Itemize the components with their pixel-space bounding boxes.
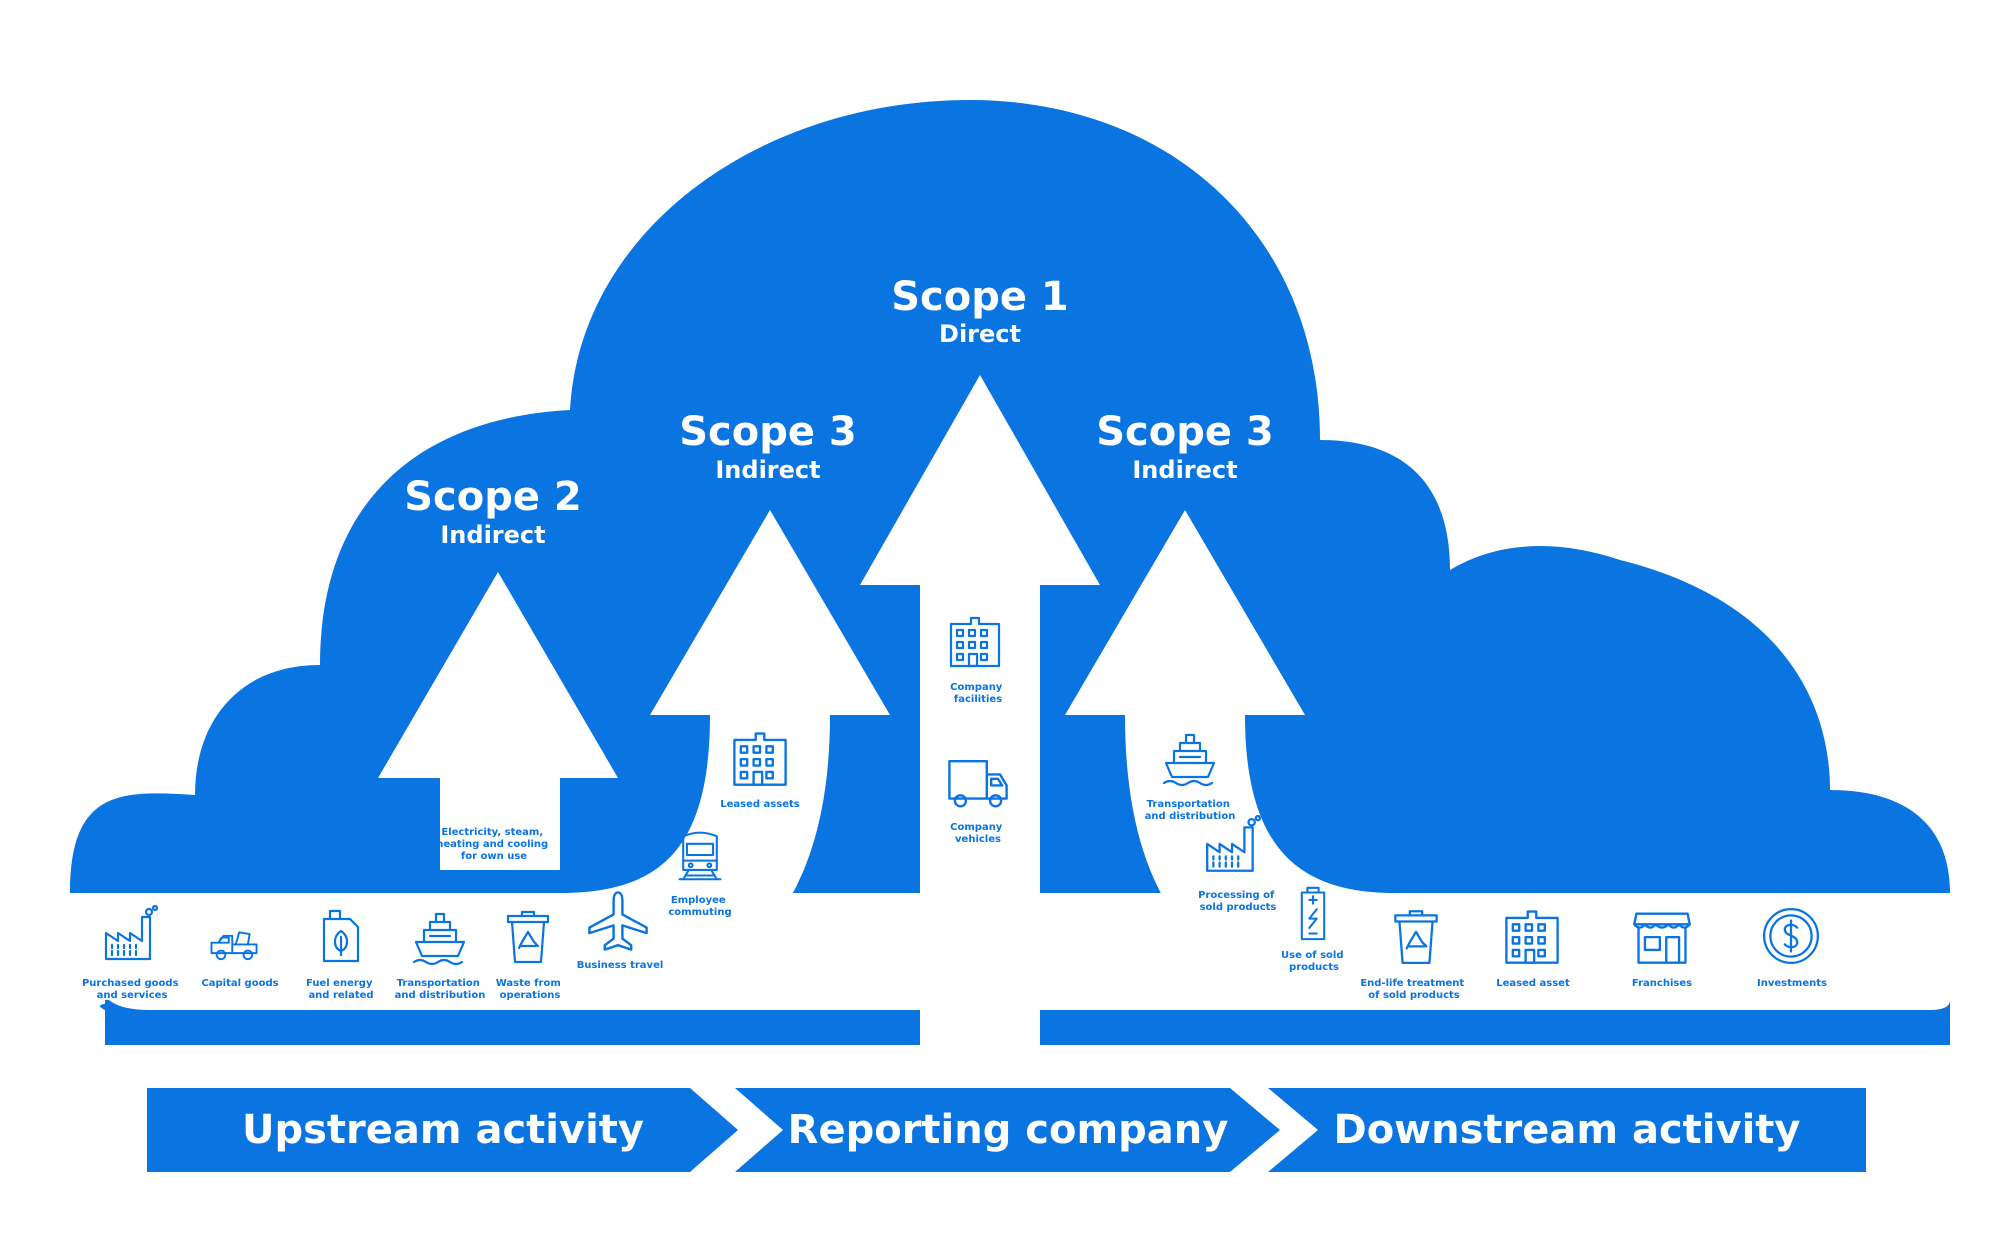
upstream-item-leased-assets: Leased assets — [720, 732, 800, 810]
scope2-item: Electricity, steam, heating and cooling … — [436, 795, 551, 862]
scope3-downstream-label: Scope 3 Indirect — [1096, 409, 1274, 484]
reporting-chevron — [735, 1088, 1280, 1172]
upstream-item-capital-goods: Capital goods — [201, 931, 279, 989]
downstream-item-3-label-2: products — [1289, 962, 1339, 973]
upstream-item-3-label-2: and related — [308, 990, 373, 1001]
downstream-item-4-label-2: of sold products — [1368, 990, 1460, 1001]
downstream-item-3-label-1: Use of sold — [1281, 950, 1343, 961]
scope2-arrow — [378, 572, 618, 870]
scope2-subtitle: Indirect — [440, 521, 545, 549]
downstream-item-5-label-1: Leased asset — [1496, 978, 1570, 989]
upstream-items: Purchased goods and services Capital goo… — [82, 732, 800, 1001]
upstream-activity-label: Upstream activity — [242, 1107, 644, 1153]
scope1-label: Scope 1 Direct — [891, 274, 1069, 348]
scope2-title: Scope 2 — [404, 474, 582, 520]
scope1-item-2-label-1: Company — [950, 822, 1003, 833]
upstream-item-5-label-1: Waste from — [496, 978, 561, 989]
upstream-item-waste: Waste from operations — [496, 910, 564, 1001]
upstream-item-4-label-1: Transportation — [397, 978, 480, 989]
downstream-item-use-of-products: Use of sold products — [1281, 886, 1347, 973]
downstream-item-transportation: Transportation and distribution — [1145, 733, 1236, 822]
upstream-item-1-label-1: Purchased goods — [82, 978, 179, 989]
upstream-item-1-label-2: and services — [97, 990, 168, 1001]
upstream-item-purchased-goods: Purchased goods and services — [82, 905, 182, 1001]
upstream-chevron — [147, 1088, 738, 1172]
upstream-item-3-label-1: Fuel energy — [306, 978, 373, 989]
downstream-item-4-label-1: End-life treatment — [1360, 978, 1464, 989]
reporting-company-label: Reporting company — [788, 1107, 1229, 1153]
scope3-downstream-subtitle: Indirect — [1132, 456, 1237, 484]
scope2-label: Scope 2 Indirect — [404, 474, 582, 549]
svg-text:Electricity, steam, heat: Electricity, steam, heating and cooling … — [436, 827, 551, 862]
upstream-item-7-label-1: Employee — [671, 895, 726, 906]
svg-text:Employee commuting: Employee commuting — [668, 895, 731, 918]
scope1-item-1-label-1: Company — [950, 682, 1003, 693]
svg-text:Company facilities: Company facilities — [950, 682, 1006, 705]
scope3-downstream-title: Scope 3 — [1096, 409, 1274, 455]
upstream-item-fuel-energy: Fuel energy and related — [306, 909, 376, 1001]
scope1-subtitle: Direct — [939, 320, 1021, 348]
scope1-arrow — [860, 375, 1100, 1045]
scope3-upstream-label: Scope 3 Indirect — [679, 409, 857, 484]
scope1-items: Company facilities Company vehicles — [948, 616, 1008, 845]
downstream-item-investments: Investments — [1757, 907, 1827, 989]
scope1-item-1-label-2: facilities — [954, 694, 1002, 705]
scope3-upstream-arrow — [560, 510, 890, 1010]
scope3-downstream-arrow — [1065, 510, 1395, 1010]
downstream-item-1-label-1: Transportation — [1147, 799, 1230, 810]
scope2-item-label-1: Electricity, steam, — [441, 827, 543, 838]
svg-text:Company vehicles: Company vehicles — [950, 822, 1006, 845]
svg-text:Purchased goods and se: Purchased goods and services — [82, 978, 182, 1001]
svg-text:Transportation and dis: Transportation and distribution — [395, 978, 486, 1001]
upstream-item-business-travel: Business travel — [577, 891, 664, 971]
upstream-item-4-label-2: and distribution — [395, 990, 486, 1001]
downstream-item-leased-asset: Leased asset — [1496, 910, 1570, 989]
downstream-item-1-label-2: and distribution — [1145, 811, 1236, 822]
downstream-item-6-label-1: Franchises — [1632, 978, 1692, 989]
downstream-item-processing: Processing of sold products — [1198, 815, 1278, 913]
svg-text:Transportation and dis: Transportation and distribution — [1145, 799, 1236, 822]
activity-banner: Upstream activity Reporting company Down… — [147, 1088, 1866, 1172]
downstream-item-2-label-2: sold products — [1200, 902, 1277, 913]
scope2-item-label-3: for own use — [461, 851, 527, 862]
downstream-item-franchises: Franchises — [1632, 912, 1692, 989]
downstream-item-2-label-1: Processing of — [1198, 890, 1275, 901]
scope3-upstream-title: Scope 3 — [679, 409, 857, 455]
downstream-item-7-label-1: Investments — [1757, 978, 1827, 989]
scope1-item-2-label-2: vehicles — [955, 834, 1001, 845]
upstream-item-2-label-1: Capital goods — [201, 978, 278, 989]
scope1-title: Scope 1 — [891, 274, 1069, 320]
downstream-item-end-life: End-life treatment of sold products — [1360, 910, 1467, 1001]
upstream-item-8-label-1: Leased assets — [720, 799, 799, 810]
downstream-items: Transportation and distribution Processi… — [1145, 733, 1827, 1001]
upstream-item-transportation: Transportation and distribution — [395, 912, 486, 1001]
upstream-item-6-label-1: Business travel — [577, 960, 664, 971]
svg-text:End-life treatment of: End-life treatment of sold products — [1360, 978, 1467, 1001]
upstream-item-employee-commuting: Employee commuting — [668, 831, 732, 918]
scope2-item-label-2: heating and cooling — [436, 839, 548, 850]
scope3-upstream-subtitle: Indirect — [715, 456, 820, 484]
svg-text:Use of sold products: Use of sold products — [1281, 950, 1347, 973]
downstream-chevron — [1268, 1088, 1866, 1172]
downstream-activity-label: Downstream activity — [1333, 1107, 1800, 1153]
svg-text:Waste from operations: Waste from operations — [496, 978, 564, 1001]
svg-text:Fuel energy and relate: Fuel energy and related — [306, 978, 376, 1001]
svg-text:Processing of sold pro: Processing of sold products — [1198, 890, 1278, 913]
upstream-item-7-label-2: commuting — [668, 907, 731, 918]
upstream-item-5-label-2: operations — [500, 990, 561, 1001]
